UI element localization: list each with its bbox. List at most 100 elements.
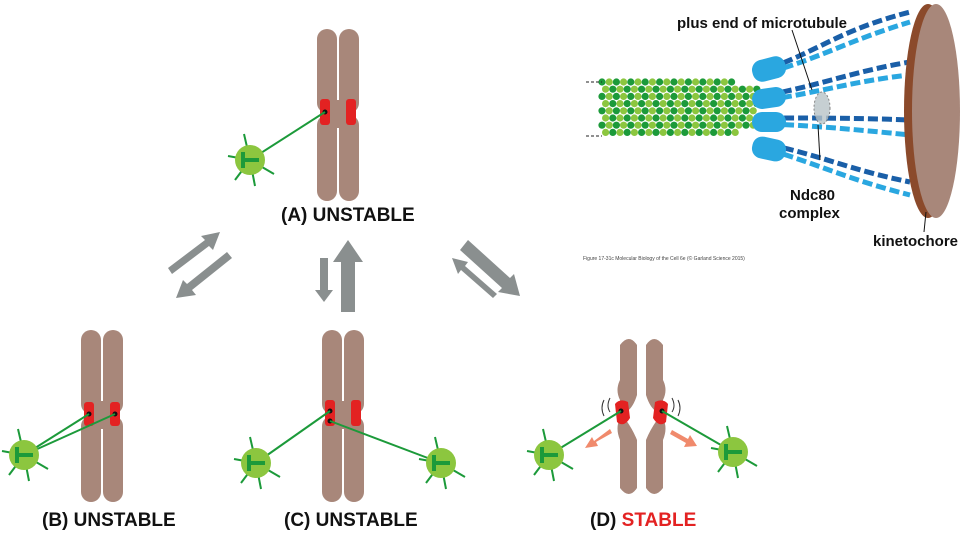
tubulin-subunit bbox=[670, 107, 678, 115]
tubulin-subunit bbox=[746, 114, 754, 122]
tubulin-subunit bbox=[634, 107, 642, 115]
tubulin-subunit bbox=[634, 121, 642, 129]
centrosome-d-right bbox=[710, 425, 758, 479]
ndc80-label-line2: complex bbox=[779, 205, 840, 222]
tubulin-subunit bbox=[659, 128, 667, 136]
tubulin-subunit bbox=[638, 128, 646, 136]
tubulin-subunit bbox=[710, 128, 718, 136]
tubulin-subunit bbox=[720, 121, 729, 129]
tubulin-subunit bbox=[605, 78, 613, 86]
tubulin-subunit bbox=[699, 121, 707, 129]
tubulin-subunit bbox=[609, 128, 617, 136]
tubulin-subunit bbox=[634, 78, 642, 86]
microtubule-c1 bbox=[255, 410, 331, 464]
tubulin-subunit bbox=[695, 85, 703, 93]
tubulin-subunit bbox=[695, 100, 703, 108]
tubulin-subunit bbox=[670, 92, 678, 100]
ndc80-complexes bbox=[751, 9, 911, 198]
tubulin-subunit bbox=[713, 78, 721, 86]
tubulin-subunit bbox=[609, 100, 617, 108]
tubulin-subunit bbox=[702, 114, 711, 122]
tubulin-subunit bbox=[684, 78, 693, 86]
tubulin-subunit bbox=[616, 128, 624, 136]
tubulin-subunit bbox=[710, 100, 718, 108]
tubulin-subunit bbox=[706, 107, 714, 115]
tubulin-subunit bbox=[692, 92, 700, 100]
tubulin-subunit bbox=[648, 107, 657, 115]
tubulin-subunit bbox=[677, 121, 685, 129]
tubulin-subunit bbox=[634, 92, 642, 100]
tubulin-subunit bbox=[742, 92, 750, 100]
tubulin-subunit bbox=[645, 100, 653, 108]
panel-a-status: UNSTABLE bbox=[312, 205, 415, 226]
tubulin-subunit bbox=[652, 100, 660, 108]
tubulin-subunit bbox=[720, 107, 729, 115]
panel-c-label: (C) UNSTABLE bbox=[284, 510, 418, 532]
tubulin-subunit bbox=[627, 78, 635, 86]
tubulin-subunit bbox=[656, 107, 664, 115]
tubulin-subunit bbox=[731, 85, 739, 93]
tubulin-subunit bbox=[695, 114, 703, 122]
tubulin-subunit bbox=[641, 121, 649, 129]
chromosome-a bbox=[317, 29, 359, 201]
tubulin-subunit bbox=[695, 128, 703, 136]
tubulin-subunit bbox=[638, 114, 646, 122]
panel-b-prefix: (B) bbox=[42, 510, 69, 531]
ndc80-label-line1: Ndc80 bbox=[790, 187, 836, 204]
tubulin-subunit bbox=[674, 100, 682, 108]
tubulin-subunit bbox=[620, 92, 628, 100]
tubulin-subunit bbox=[699, 92, 707, 100]
chromosome-c bbox=[322, 330, 364, 502]
tubulin-subunit bbox=[713, 121, 721, 129]
tubulin-subunit bbox=[717, 85, 725, 93]
tubulin-subunit bbox=[724, 114, 732, 122]
tubulin-subunit bbox=[738, 85, 747, 93]
tubulin-subunit bbox=[602, 100, 610, 108]
tubulin-subunit bbox=[724, 100, 732, 108]
tubulin-subunit bbox=[688, 85, 696, 93]
tubulin-subunit bbox=[666, 128, 675, 136]
tubulin-subunit bbox=[602, 128, 610, 136]
tubulin-subunit bbox=[666, 100, 675, 108]
tubulin-subunit bbox=[677, 78, 685, 86]
leader-ndc80 bbox=[817, 124, 821, 161]
tubulin-subunit bbox=[713, 107, 721, 115]
tubulin-subunit bbox=[652, 128, 660, 136]
tubulin-subunit bbox=[641, 78, 649, 86]
tubulin-subunit bbox=[630, 100, 639, 108]
centrosome-c-right bbox=[418, 436, 466, 490]
tubulin-subunit bbox=[648, 92, 657, 100]
panel-b-status: UNSTABLE bbox=[73, 510, 176, 531]
tubulin-subunit bbox=[738, 114, 747, 122]
tubulin-subunit bbox=[674, 128, 682, 136]
tubulin-subunit bbox=[728, 121, 736, 129]
tubulin-subunit bbox=[663, 121, 671, 129]
tubulin-subunit bbox=[598, 121, 606, 129]
tubulin-subunit bbox=[684, 121, 693, 129]
tubulin-subunit bbox=[710, 114, 718, 122]
tubulin-subunit bbox=[728, 92, 736, 100]
tubulin-subunit bbox=[659, 100, 667, 108]
tubulin-subunit bbox=[623, 128, 631, 136]
tubulin-subunit bbox=[620, 107, 628, 115]
tubulin-subunit bbox=[677, 92, 685, 100]
tubulin-subunit bbox=[717, 114, 725, 122]
tubulin-subunit bbox=[706, 78, 714, 86]
tubulin-subunit bbox=[630, 128, 639, 136]
tubulin-subunit bbox=[609, 85, 617, 93]
tubulin-subunit bbox=[620, 78, 628, 86]
tubulin-subunit bbox=[612, 78, 621, 86]
panel-d-label: (D) STABLE bbox=[590, 510, 696, 532]
centrosome-c-left bbox=[233, 436, 281, 490]
tubulin-subunit bbox=[648, 121, 657, 129]
tubulin-subunit bbox=[720, 92, 729, 100]
tubulin-subunit bbox=[656, 78, 664, 86]
tubulin-subunit bbox=[623, 114, 631, 122]
kinetochore-label: kinetochore bbox=[873, 233, 959, 250]
tubulin-subunit bbox=[749, 107, 757, 115]
tubulin-subunit bbox=[627, 92, 635, 100]
tubulin-subunit bbox=[681, 85, 689, 93]
arrow-a-b bbox=[168, 232, 232, 298]
tubulin-subunit bbox=[659, 114, 667, 122]
centrosome-b bbox=[1, 428, 49, 482]
